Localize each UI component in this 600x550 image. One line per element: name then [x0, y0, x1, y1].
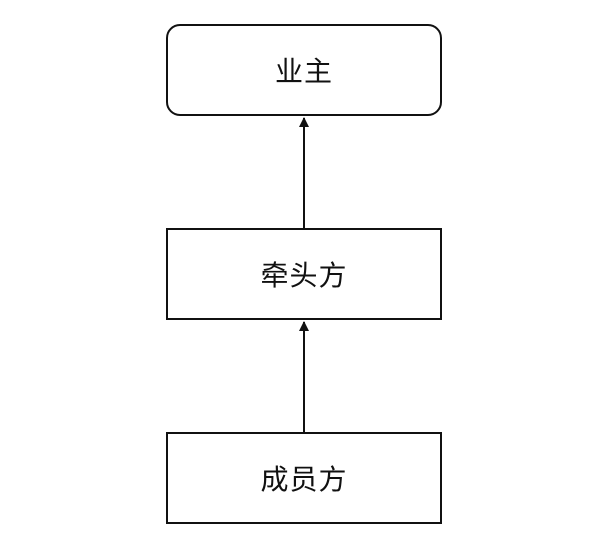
member-party-label: 成员方 — [260, 463, 348, 496]
owner-label: 业主 — [274, 55, 333, 88]
lead-party-label: 牵头方 — [260, 259, 348, 292]
lead-party-node: 牵头方 — [166, 228, 442, 320]
owner-node: 业主 — [166, 24, 442, 116]
member-party-node: 成员方 — [166, 432, 442, 524]
